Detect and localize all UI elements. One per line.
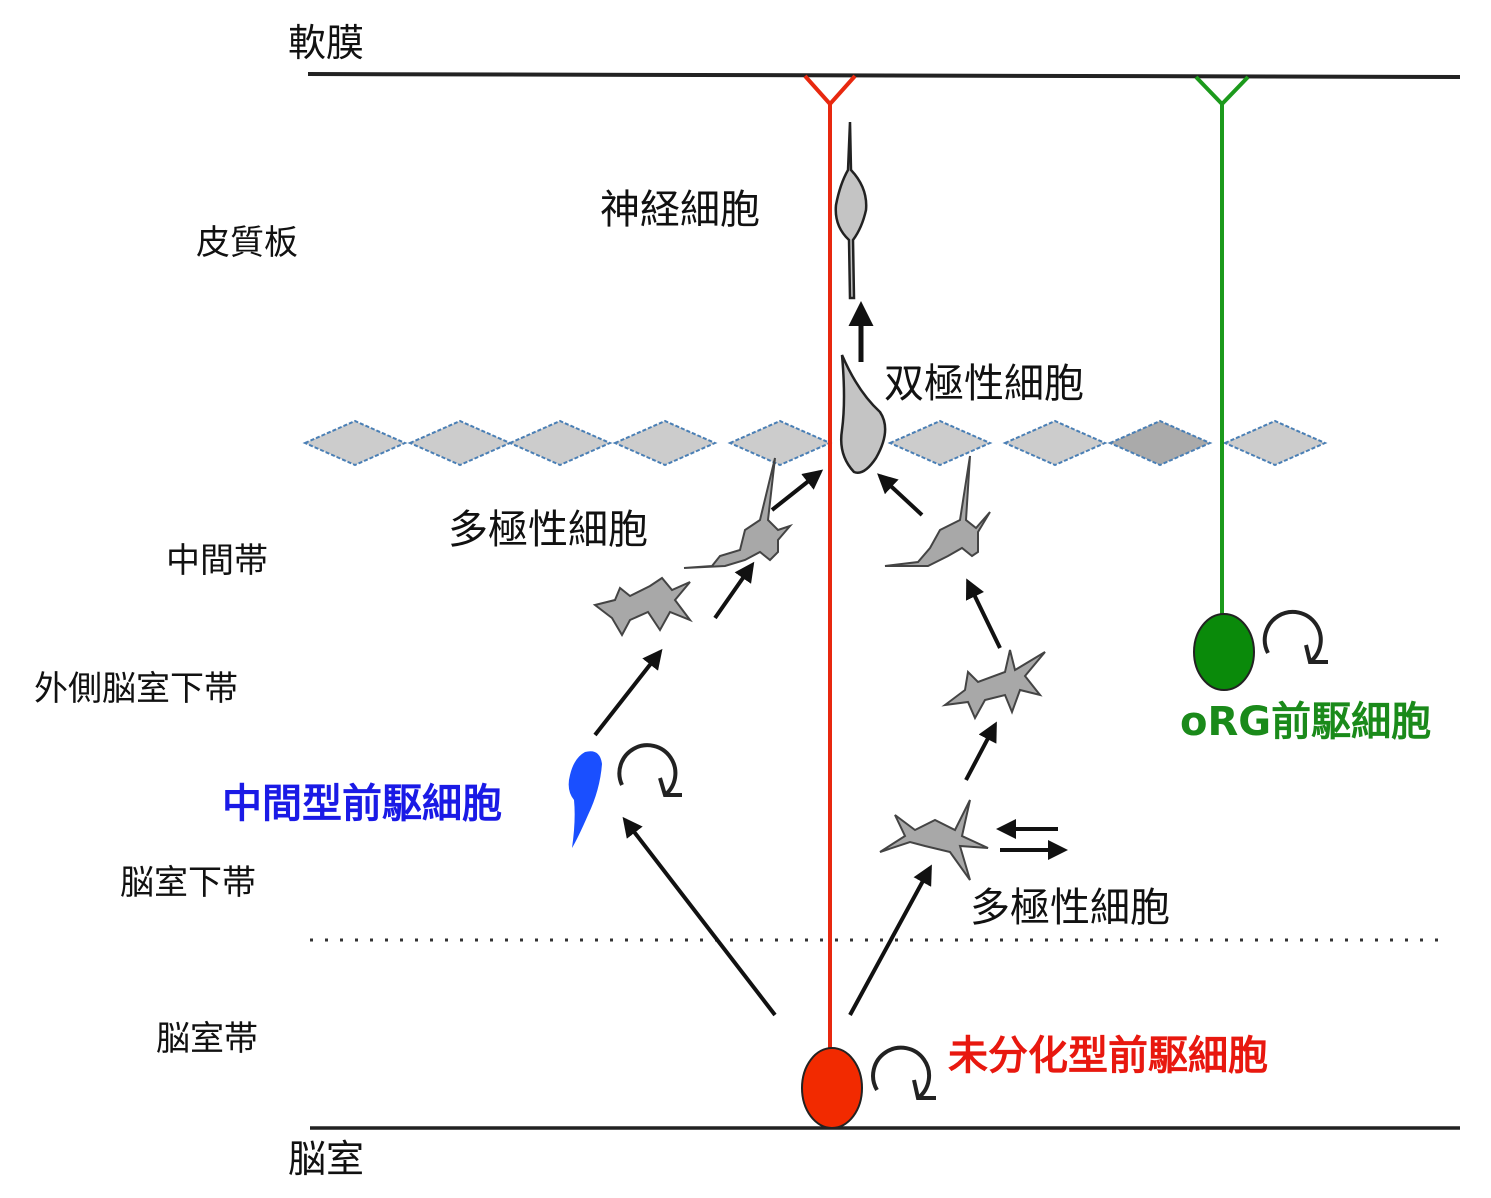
intermediate-zone-label: 中間帯 <box>166 541 268 581</box>
pial-surface-line <box>307 72 1461 79</box>
multipolar-cell <box>884 455 991 567</box>
subplate-diamond <box>1002 419 1108 467</box>
multipolar-cell <box>879 799 989 881</box>
self-renewal-arrow-icon <box>617 743 682 797</box>
intermediate-progenitor-label: 中間型前駆細胞 <box>222 781 502 827</box>
svz-label: 脳室下帯 <box>120 863 256 903</box>
multipolar-cell <box>592 576 693 638</box>
bidirectional-arrows-icon <box>996 819 1068 860</box>
subplate-diamond <box>612 419 718 467</box>
subplate-row <box>302 419 1328 467</box>
subplate-diamond <box>1222 419 1328 467</box>
migration-arrow-icon <box>622 816 777 1017</box>
org-cell <box>1193 75 1255 691</box>
migration-arrow-icon <box>593 648 663 737</box>
multipolar-cell <box>941 649 1046 721</box>
cortical-plate-label: 皮質板 <box>196 223 298 263</box>
subplate-diamond <box>302 419 408 467</box>
self-renewal-arrow-icon <box>1262 609 1328 664</box>
neuron-cell <box>834 121 868 300</box>
radial-glia-progenitor-label: 未分化型前駆細胞 <box>948 1033 1268 1079</box>
radial-glia-cell <box>801 74 863 1129</box>
vz-label: 脳室帯 <box>156 1019 258 1059</box>
ventricle-label: 脳室 <box>288 1137 365 1181</box>
org-soma <box>1193 613 1255 691</box>
subplate-diamond <box>727 419 833 467</box>
radial-glia-soma <box>801 1047 863 1129</box>
migration-arrow-icon <box>877 473 924 517</box>
bipolar-cell <box>840 354 887 474</box>
migration-arrow-icon <box>964 721 997 781</box>
migration-arrow-icon <box>713 561 755 620</box>
neuron-label: 神経細胞 <box>600 187 760 233</box>
subplate-diamond <box>507 419 613 467</box>
multipolar-cell-label-right: 多極性細胞 <box>970 885 1170 931</box>
subplate-diamond <box>1107 419 1213 467</box>
bipolar-cell-label: 双極性細胞 <box>884 361 1084 407</box>
migration-arrow-icon <box>770 469 824 512</box>
org-endfoot <box>1194 75 1250 107</box>
intermediate-progenitor-cell <box>568 751 602 848</box>
migration-arrow-icon <box>965 578 1002 649</box>
pia-label: 軟膜 <box>288 21 365 65</box>
org-progenitor-label: oRG前駆細胞 <box>1180 699 1432 745</box>
migration-arrow-icon <box>848 864 932 1016</box>
radial-glia-endfoot <box>803 74 857 108</box>
multipolar-cell <box>683 457 794 569</box>
outer-svz-label: 外側脳室下帯 <box>34 669 238 709</box>
multipolar-cell-label-left: 多極性細胞 <box>448 507 648 553</box>
self-renewal-arrow-icon <box>871 1045 936 1100</box>
subplate-diamond <box>887 419 993 467</box>
subplate-diamond <box>407 419 513 467</box>
